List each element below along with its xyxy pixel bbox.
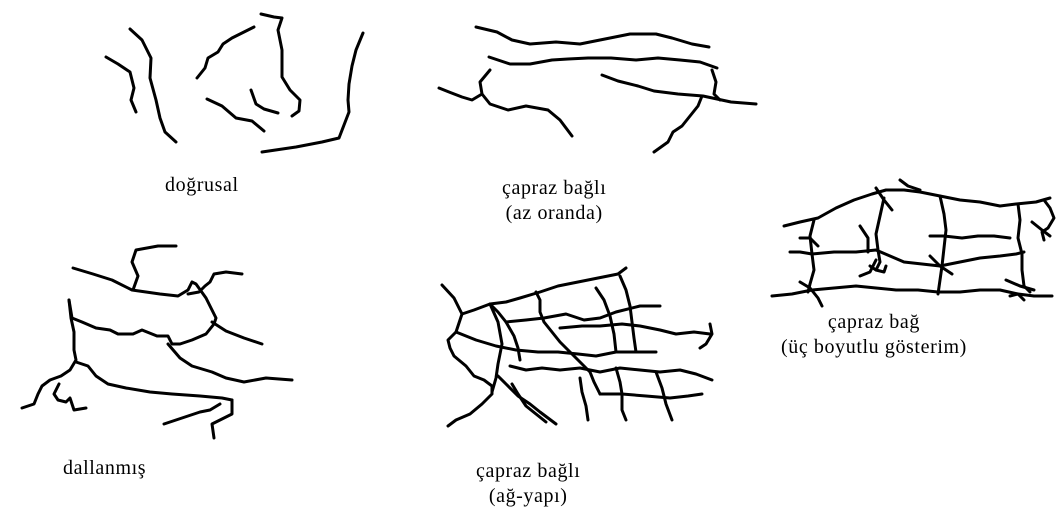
light-crosslinked-drawing — [439, 27, 756, 152]
network-label: çapraz bağlı — [476, 459, 580, 484]
crosslink-3d-caption: çapraz bağ (üç boyutlu gösterim) — [781, 310, 967, 360]
linear-caption: doğrusal — [165, 173, 239, 198]
linear-label: doğrusal — [165, 173, 239, 198]
light-crosslinked-caption: çapraz bağlı (az oranda) — [502, 176, 606, 226]
crosslink-3d-sublabel: (üç boyutlu gösterim) — [781, 335, 967, 360]
crosslink-3d-label: çapraz bağ — [781, 310, 967, 335]
light-crosslinked-label: çapraz bağlı — [502, 176, 606, 201]
network-drawing — [442, 268, 712, 426]
light-crosslinked-sublabel: (az oranda) — [502, 201, 606, 226]
network-sublabel: (ağ-yapı) — [476, 484, 580, 509]
branched-caption: dallanmış — [63, 456, 146, 481]
linear-chains-drawing — [106, 14, 363, 152]
network-caption: çapraz bağlı (ağ-yapı) — [476, 459, 580, 509]
branched-label: dallanmış — [63, 456, 146, 481]
branched-drawing — [22, 246, 292, 438]
crosslink-3d-drawing — [772, 180, 1054, 306]
